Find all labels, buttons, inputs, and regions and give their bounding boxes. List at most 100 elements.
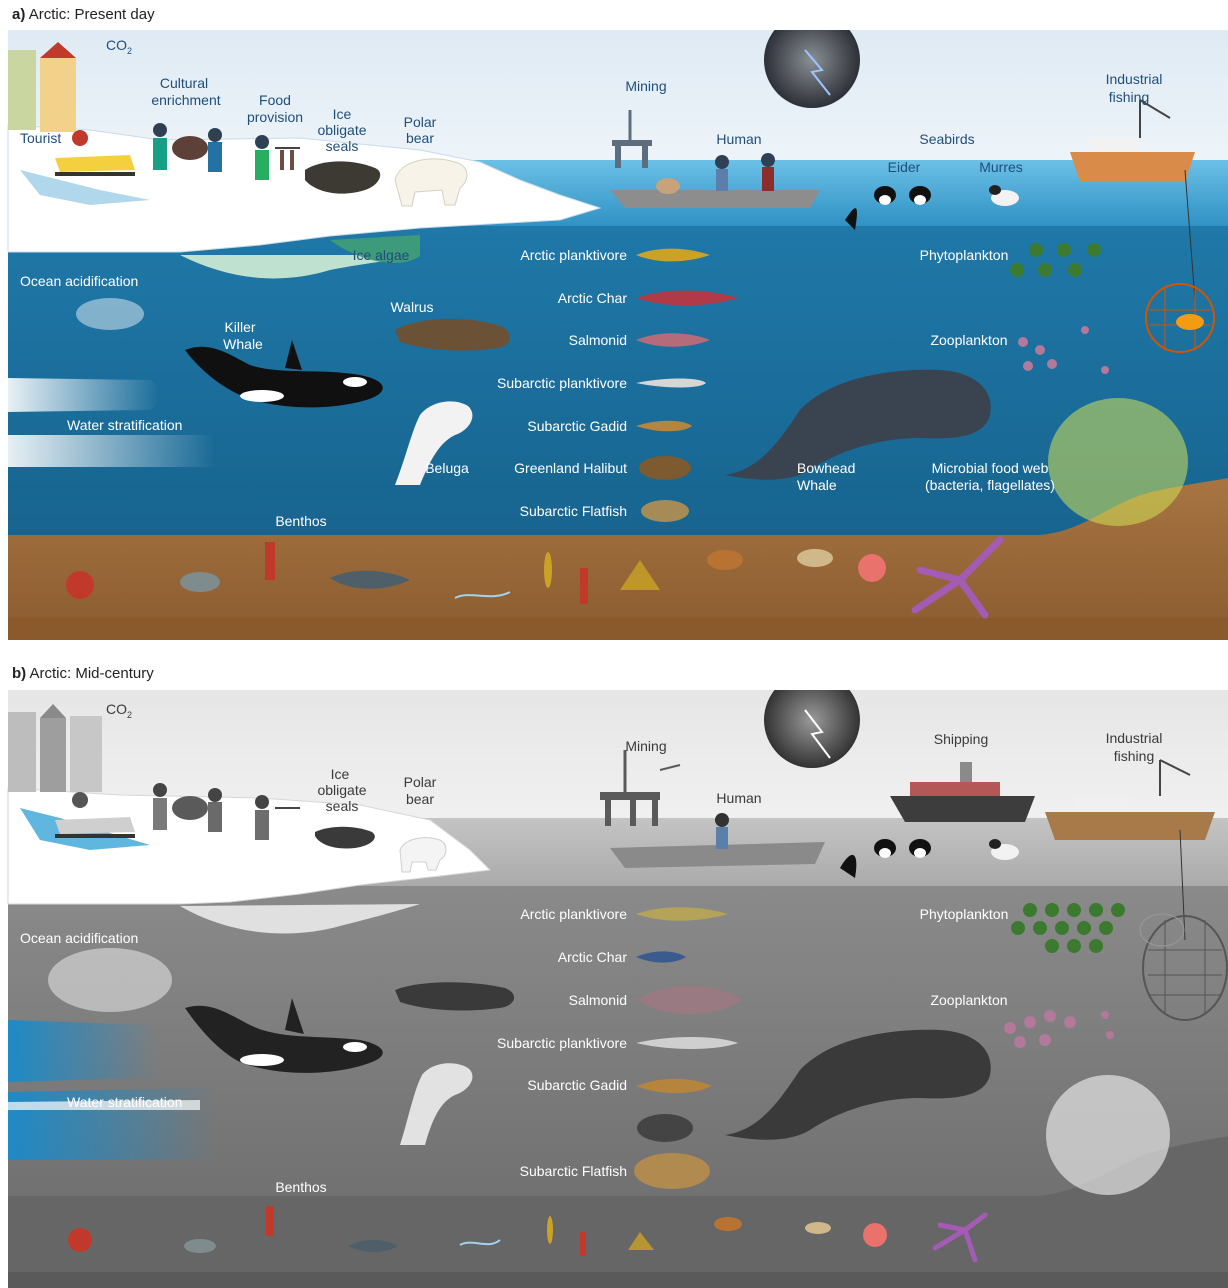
mining-label: Mining	[625, 78, 666, 94]
water-strat-label: Water stratification	[67, 417, 182, 433]
fish-icon	[636, 1037, 738, 1049]
fish-icon	[636, 290, 738, 306]
ice-seals-label-3: seals	[326, 138, 359, 154]
fishing-net-icon	[1145, 283, 1215, 353]
benthos-label: Benthos	[275, 513, 326, 529]
industrial-label-1: Industrial	[1106, 730, 1163, 746]
panel-a-title: Arctic: Present day	[28, 6, 155, 23]
fish-label: Arctic Char	[558, 949, 628, 965]
storm-cloud-icon	[764, 690, 860, 768]
fish-icon	[636, 333, 710, 347]
eider-label: Eider	[888, 159, 921, 175]
killer-whale-icon	[185, 998, 383, 1073]
boat-icon	[610, 813, 825, 868]
snowmobile-icon	[55, 792, 135, 838]
walrus-icon	[395, 318, 510, 351]
ocean-acid-label: Ocean acidification	[20, 273, 138, 289]
panel-b-letter: b)	[12, 665, 27, 682]
fish-label: Subarctic Gadid	[527, 1077, 627, 1093]
zoo-label: Zooplankton	[930, 992, 1007, 1008]
shipping-label: Shipping	[934, 731, 989, 747]
polar-label-2: bear	[406, 791, 434, 807]
panel-a-diagram: CO2 Tourist Cultural enrichment Food pro…	[7, 30, 1228, 640]
food-label-2: provision	[247, 109, 303, 125]
seabirds-icon	[840, 839, 1019, 878]
walrus-icon	[395, 982, 515, 1011]
fish-icon	[636, 1078, 712, 1094]
phyto-label: Phytoplankton	[920, 247, 1009, 263]
walrus-label: Walrus	[390, 299, 433, 315]
benthos-label: Benthos	[275, 1179, 326, 1195]
ice-seals-label-2: obligate	[317, 122, 366, 138]
seal-icon	[315, 826, 375, 849]
acidification-dots	[76, 298, 144, 330]
seabirds-label: Seabirds	[919, 131, 974, 147]
tourist-label: Tourist	[20, 130, 61, 146]
microbial-cloud	[1048, 398, 1188, 526]
people-icon	[153, 123, 300, 180]
industrial-label-2: fishing	[1114, 748, 1154, 764]
seabirds-icon	[845, 185, 1019, 230]
fish-icon	[636, 907, 728, 921]
beluga-label: Beluga	[425, 460, 469, 476]
ice-seals-label-3: seals	[326, 798, 359, 814]
panel-b-heading: b) Arctic: Mid-century	[12, 665, 154, 682]
zooplankton-icon	[1018, 326, 1109, 374]
fish-icon	[636, 248, 710, 262]
oil-rig-icon	[600, 750, 681, 826]
stratification-band	[8, 1020, 159, 1082]
microbial-label-2: (bacteria, flagellates)	[925, 477, 1055, 493]
boat-icon	[610, 153, 820, 208]
crab-icon	[66, 571, 94, 599]
fish-column	[636, 248, 738, 522]
fish-label: Salmonid	[569, 332, 627, 348]
beluga-icon	[395, 401, 473, 485]
seal-icon	[305, 161, 381, 194]
oil-rig-icon	[612, 110, 652, 168]
zoo-label: Zooplankton	[930, 332, 1007, 348]
phyto-label: Phytoplankton	[920, 906, 1009, 922]
mining-label: Mining	[625, 738, 666, 754]
fish-label: Subarctic planktivore	[497, 1035, 627, 1051]
bowhead-label-1: Bowhead	[797, 460, 855, 476]
fish-label: Arctic planktivore	[520, 906, 627, 922]
human-label: Human	[716, 790, 761, 806]
murres-label: Murres	[979, 159, 1023, 175]
fish-column	[634, 907, 742, 1189]
polar-bear-icon	[399, 837, 447, 873]
panel-a-letter: a)	[12, 6, 26, 23]
fish-icon	[641, 500, 689, 522]
polar-label-1: Polar	[404, 774, 437, 790]
cultural-label-2: enrichment	[151, 92, 220, 108]
ocean	[8, 226, 1228, 538]
bowhead-whale-icon	[725, 369, 991, 480]
seabed	[8, 1136, 1228, 1288]
storm-cloud-icon	[764, 30, 860, 108]
people-icon	[153, 783, 300, 840]
fish-label: Subarctic Flatfish	[520, 1163, 627, 1179]
fish-label: Arctic planktivore	[520, 247, 627, 263]
snowmobile-icon	[55, 130, 135, 176]
fish-icon	[636, 420, 692, 432]
phytoplankton-icon	[1010, 243, 1101, 277]
benthos-icons	[66, 536, 1004, 619]
stratification-band	[8, 378, 159, 412]
fishing-net-icon	[1139, 913, 1228, 1021]
killer-label-1: Killer	[224, 319, 255, 335]
killer-whale-icon	[185, 340, 383, 408]
fish-icon	[636, 378, 706, 388]
fishing-boat-icon	[1070, 99, 1196, 301]
microbial-cloud	[1046, 1075, 1170, 1195]
co2-label: CO2	[106, 701, 132, 720]
buildings-icon	[8, 42, 76, 132]
fish-label: Greenland Halibut	[514, 460, 627, 476]
panel-b-title: Arctic: Mid-century	[29, 665, 154, 682]
beluga-icon	[400, 1063, 473, 1145]
starfish-icon	[911, 536, 1004, 619]
food-label-1: Food	[259, 92, 291, 108]
fish-label: Subarctic planktivore	[497, 375, 627, 391]
industrial-label-2: fishing	[1109, 89, 1149, 105]
cargo-ship-icon	[890, 762, 1035, 822]
polar-label-2: bear	[406, 130, 434, 146]
ice-seals-label-1: Ice	[333, 106, 352, 122]
